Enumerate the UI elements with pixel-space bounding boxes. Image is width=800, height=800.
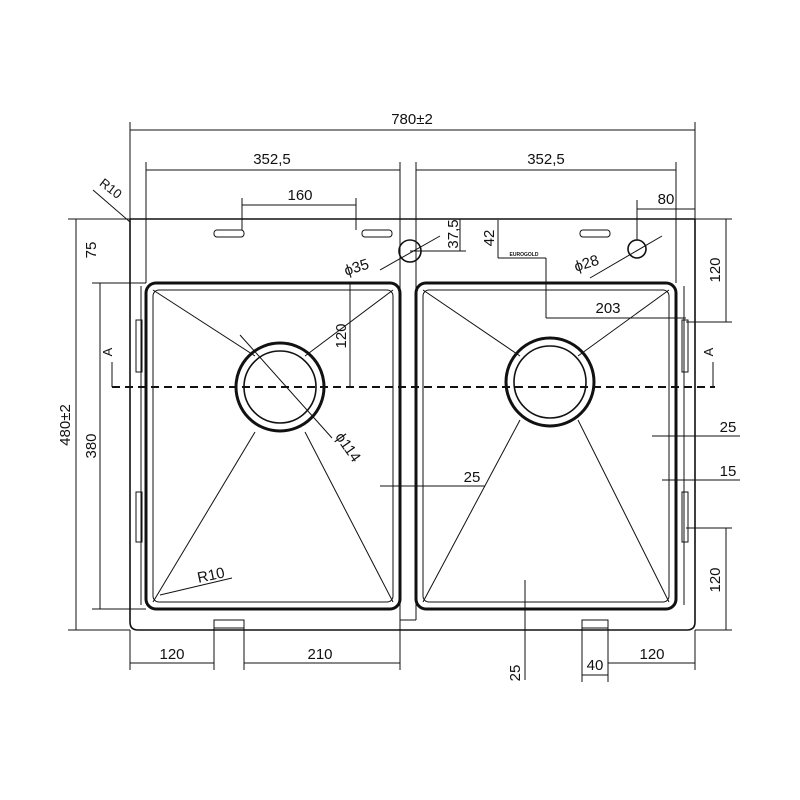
divider-25-label: 25	[464, 469, 481, 486]
tap-spacing-label: 160	[287, 187, 312, 204]
right-bowl-width-label: 352,5	[527, 151, 565, 168]
bottom-25-label: 25	[507, 665, 524, 682]
right-tap-offset-label: 80	[658, 191, 675, 208]
drain-diameter-label: ϕ114	[331, 429, 363, 465]
mounting-brackets	[135, 319, 689, 629]
right-bottom-120-label: 120	[707, 567, 724, 592]
bottom-left-120-label: 120	[159, 646, 184, 663]
bottom-210-label: 210	[307, 646, 332, 663]
left-bowl-width-label: 352,5	[253, 151, 291, 168]
bowl-depth-label: 380	[83, 433, 100, 458]
bowl-radius-label: R10	[196, 564, 226, 586]
section-mark-left: A	[100, 347, 115, 356]
section-mark-right: A	[701, 347, 716, 356]
right-top-120-label: 120	[707, 257, 724, 282]
sink-outline	[129, 218, 696, 631]
overall-height-label: 480±2	[57, 404, 74, 446]
bottom-right-120-label: 120	[639, 646, 664, 663]
dimension-labels: 780±2 352,5 352,5 160 80 R10 75 480±2 38…	[57, 111, 736, 681]
right-wall-15-label: 15	[720, 463, 737, 480]
bowl-divider	[399, 283, 417, 621]
dimension-lines	[68, 122, 740, 682]
drain-offset-label: 120	[333, 323, 350, 348]
right-drain	[504, 336, 596, 428]
bottom-40-label: 40	[587, 657, 604, 674]
tap-hole-diameter-label: ϕ35	[342, 256, 371, 280]
small-hole-height-label: 42	[481, 230, 498, 247]
right-203-label: 203	[595, 300, 620, 317]
corner-radius-top-label: R10	[97, 175, 125, 202]
brand-label: EUROGOLD	[510, 252, 539, 258]
right-bowl	[414, 281, 678, 611]
overall-width-label: 780±2	[391, 111, 433, 128]
small-hole-diameter-label: ϕ28	[572, 252, 601, 276]
right-wall-25-label: 25	[720, 419, 737, 436]
top-margin-label: 75	[83, 242, 100, 259]
tap-height-label: 37,5	[445, 219, 462, 248]
section-line: A A	[100, 347, 716, 388]
left-bowl	[144, 281, 402, 611]
